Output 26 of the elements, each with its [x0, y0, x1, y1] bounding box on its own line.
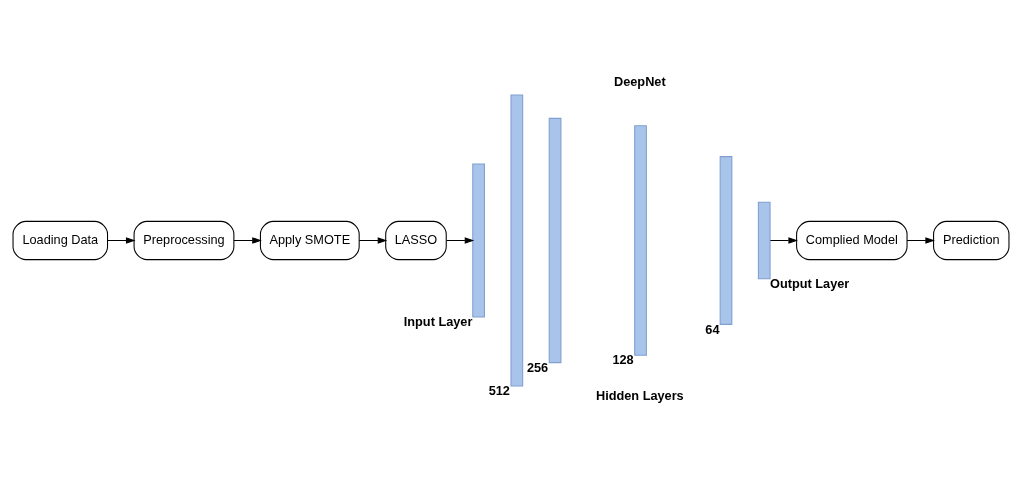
- node-label: 512: [488, 383, 510, 399]
- arrow: [107, 237, 136, 244]
- node-bar: [548, 117, 562, 364]
- node-label: 256: [526, 359, 549, 375]
- node-bar: [634, 125, 647, 356]
- label: Hidden Layers: [595, 387, 684, 403]
- node-box: Prediction: [933, 220, 1010, 261]
- arrow: [358, 237, 388, 244]
- node-label: 64: [705, 321, 720, 337]
- node-bar: [757, 201, 771, 280]
- node-bar: [719, 156, 733, 325]
- node-label: Input Layer: [403, 314, 473, 330]
- node-box: Complied Model: [796, 220, 908, 261]
- arrow: [446, 237, 475, 244]
- node-label: 128: [612, 352, 634, 368]
- node-bar: [510, 94, 524, 387]
- arrow: [769, 237, 798, 244]
- node-box: Apply SMOTE: [259, 220, 360, 261]
- node-box: Preprocessing: [133, 220, 235, 261]
- node-box: Loading Data: [12, 220, 109, 261]
- node-box: LASSO: [385, 220, 447, 261]
- label: DeepNet: [613, 73, 666, 89]
- node-bar: [472, 163, 485, 318]
- arrow: [233, 237, 262, 244]
- arrow: [906, 237, 935, 244]
- node-label: Output Layer: [770, 275, 850, 291]
